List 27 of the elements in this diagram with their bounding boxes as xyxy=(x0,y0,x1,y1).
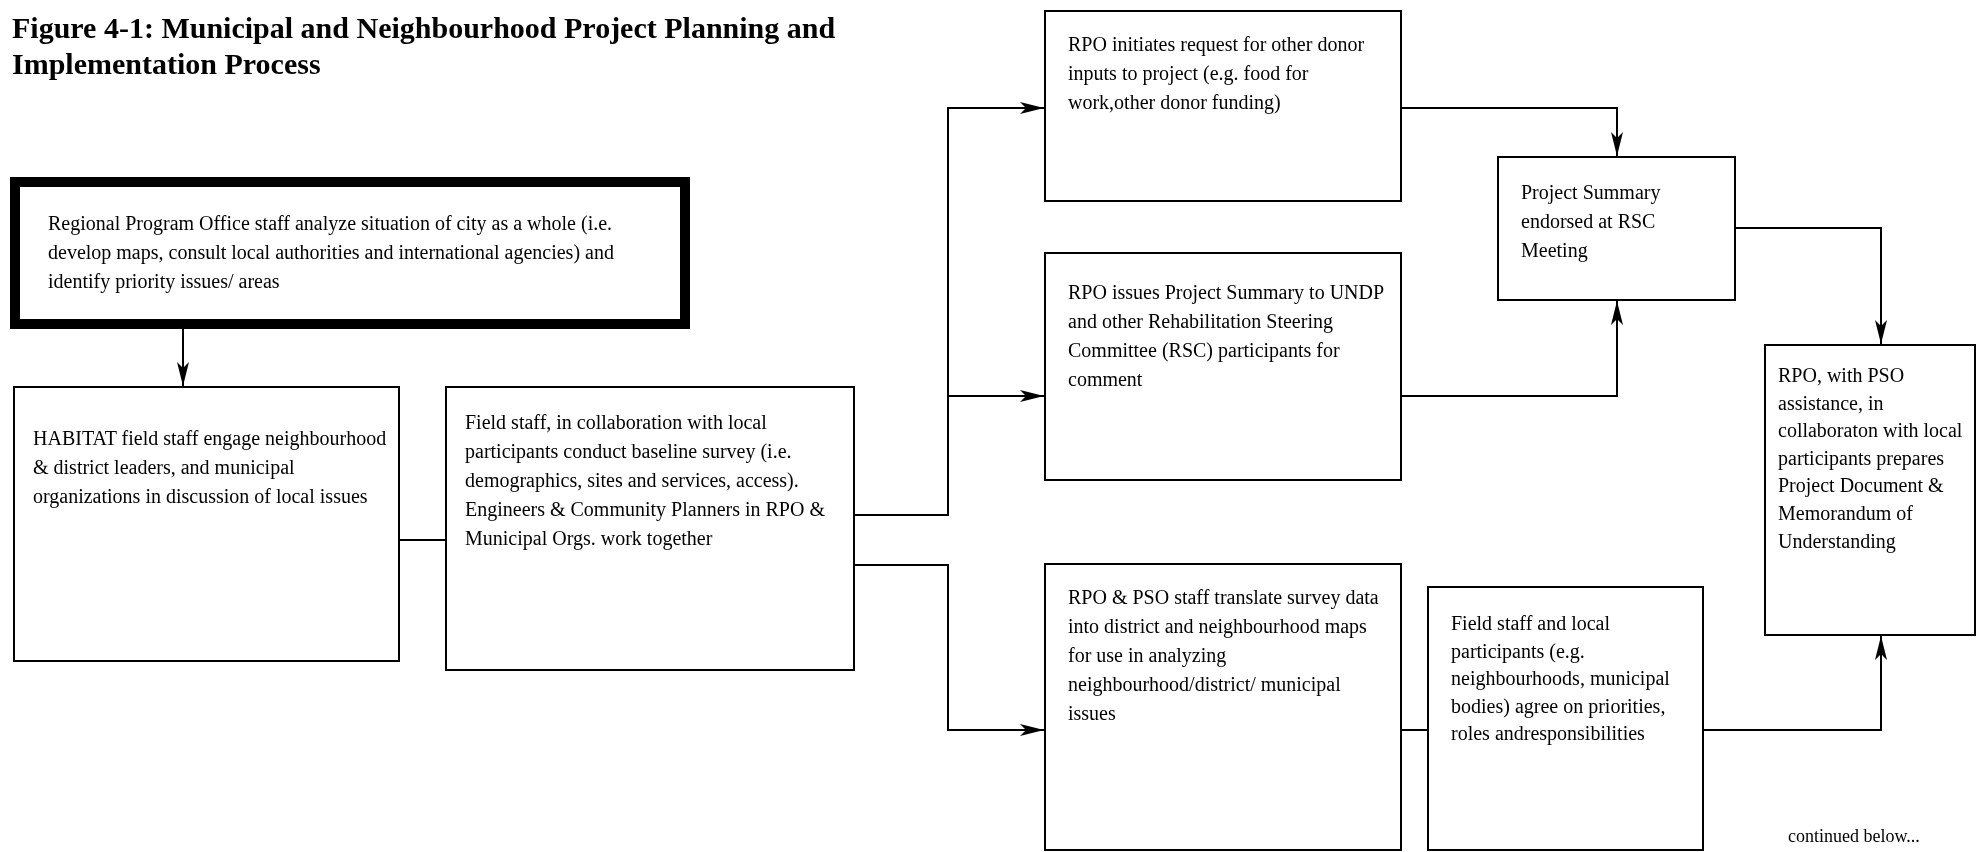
process-text: RPO, with PSO assistance, in collaboraton with local participants prepares Project Document & Memorandum of Understanding xyxy=(1778,363,1964,555)
process-text: Field staff and local participants (e.g. neighbourhoods, municipal bodies) agree on priorities, roles andresponsibilities xyxy=(1451,611,1671,747)
arrow xyxy=(1401,107,1623,157)
process-box xyxy=(1497,156,1736,301)
process-box xyxy=(1044,10,1402,202)
process-box xyxy=(13,386,400,662)
process-text: RPO & PSO staff translate survey data into district and neighbourhood maps for use in analyzing neighbourhood/district/ municipal issues xyxy=(1068,585,1380,726)
process-box xyxy=(445,386,855,671)
process-box xyxy=(1764,344,1976,636)
process-box xyxy=(1044,563,1402,851)
arrow xyxy=(177,328,189,387)
process-text: Field staff, in collaboration with local participants conduct baseline survey (i.e. demographics, sites and services, access). Engineers & Community Planners in RPO & Municipal Orgs. work together xyxy=(465,410,826,552)
process-text: Regional Program Office staff analyze situation of city as a whole (i.e. develop maps, consult local authorities and international agencies) and identify priority issues/ areas xyxy=(48,211,615,295)
process-text: HABITAT field staff engage neighbourhood & district leaders, and municipal organizations in discussion of local issues xyxy=(33,426,388,510)
process-text: Project Summary endorsed at RSC Meeting xyxy=(1521,180,1662,264)
process-box xyxy=(1044,252,1402,481)
arrow xyxy=(854,564,1045,736)
arrow xyxy=(854,390,1045,516)
process-text: RPO initiates request for other donor inputs to project (e.g. food for work,other donor funding) xyxy=(1068,32,1366,116)
process-box xyxy=(1427,586,1704,851)
process-text: RPO issues Project Summary to UNDP and other Rehabilitation Steering Committee (RSC) participants for comment xyxy=(1068,280,1385,392)
arrow xyxy=(1703,635,1887,731)
process-box xyxy=(10,177,690,329)
arrow xyxy=(1401,300,1623,397)
note-text: continued below... xyxy=(1788,826,1920,847)
figure-title: Figure 4-1: Municipal and Neighbourhood Project Planning and Implementation Process xyxy=(12,10,837,82)
arrow xyxy=(1735,227,1887,345)
